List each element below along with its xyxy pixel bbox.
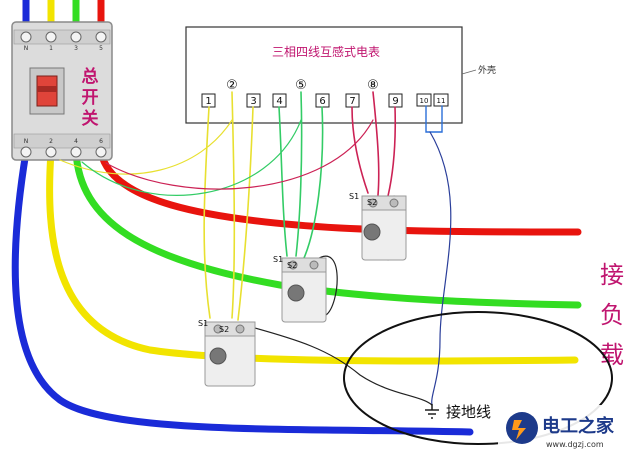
ground-highlight-ellipse <box>343 311 613 445</box>
meter-wire-2-to-breaker <box>59 119 233 175</box>
breaker-bottom-term-label: N <box>24 138 29 145</box>
meter-wire-5-to-phase-b <box>295 91 303 257</box>
meter-wire-4-to-ct-b-s1 <box>278 106 288 257</box>
load-label-char: 接 <box>600 261 624 289</box>
meter-terminal-label: 6 <box>319 96 325 107</box>
breaker-label-char: 关 <box>82 108 99 129</box>
breaker-label-char: 开 <box>82 88 99 108</box>
watermark-url: www.dgzj.com <box>546 440 604 449</box>
main-breaker: N 1 3 5 总 开 关 N 2 4 6 <box>11 21 113 161</box>
meter-terminal-label: 4 <box>276 96 282 107</box>
meter-terminal-label: 7 <box>349 96 355 107</box>
ct-b-s1-label: S1 <box>273 255 283 264</box>
meter-terminals: 1 ② 3 4 ⑤ 6 7 ⑧ 9 10 11 <box>201 78 449 108</box>
meter-wire-3-to-ct-a-s2 <box>237 106 254 321</box>
ct-b-s2-label: S2 <box>287 261 297 270</box>
breaker-bottom-term-label: 4 <box>74 138 78 145</box>
ground-icon <box>425 404 439 419</box>
ct-a-s2-label: S2 <box>219 325 229 334</box>
meter-terminal-label: ⑧ <box>367 78 379 93</box>
breaker-bottom-term-label: 2 <box>49 138 53 145</box>
breaker-top-term-label: 3 <box>74 45 78 52</box>
meter-terminal-label: 10 <box>420 97 429 105</box>
ct-a-s1-label: S1 <box>198 319 208 328</box>
phase-c-cable <box>97 148 582 236</box>
breaker-top-term-label: 1 <box>49 45 53 52</box>
meter-shell-label: 外壳 <box>478 64 496 76</box>
meter-wire-6-to-ct-b-s2 <box>303 106 324 259</box>
ct-phase-c: S1 S2 <box>349 192 407 261</box>
breaker-top-term-label: 5 <box>99 45 103 52</box>
load-label: 接 负 载 <box>600 261 624 369</box>
ct-c-s1-label: S1 <box>349 192 359 201</box>
meter-terminal-label: 11 <box>437 97 446 105</box>
neutral-cable <box>11 148 474 436</box>
ct-phase-b: S1 S2 <box>273 255 327 323</box>
meter-terminal-label: 1 <box>205 96 211 107</box>
watermark: 电工之家 www.dgzj.com <box>498 405 638 451</box>
meter-terminal-label: 9 <box>392 96 398 107</box>
ct-ground-lead-a <box>239 323 433 406</box>
breaker-top-term-label: N <box>24 45 29 52</box>
load-label-char: 负 <box>600 301 624 329</box>
breaker-top-terminals: N 1 3 5 <box>20 31 107 52</box>
meter-wire-9-to-ct-c-s2 <box>387 106 397 197</box>
phase-b-cable <box>72 148 582 309</box>
breaker-label-char: 总 <box>82 66 99 87</box>
meter-wire-5-to-breaker <box>81 119 302 196</box>
meter-wire-2-to-phase-a <box>231 91 236 319</box>
meter-wire-10-11-to-ground <box>425 105 443 133</box>
breaker-bottom-terminals: N 2 4 6 <box>20 138 107 158</box>
meter-wire-7-to-ct-c-s1 <box>351 106 369 194</box>
power-cables <box>11 0 582 436</box>
meter-title: 三相四线互感式电表 <box>272 44 380 59</box>
ct-c-s2-label: S2 <box>367 198 377 207</box>
ct-ground-lead-b <box>315 255 338 316</box>
meter-terminal-label: ② <box>226 78 238 93</box>
phase-a-cable <box>46 148 579 365</box>
meter-terminal-label: 3 <box>250 96 256 107</box>
meter-terminal-label: ⑤ <box>295 78 307 93</box>
meter-wire-8-to-phase-c <box>372 91 380 196</box>
meter-wire-8-to-breaker <box>105 119 374 190</box>
meter-wire-1-to-ct-a-s1 <box>203 106 211 319</box>
breaker-bottom-term-label: 6 <box>99 138 103 145</box>
ct-phase-a: S1 S2 <box>198 319 256 387</box>
watermark-name: 电工之家 <box>542 415 615 437</box>
ground-label: 接地线 <box>446 403 491 421</box>
